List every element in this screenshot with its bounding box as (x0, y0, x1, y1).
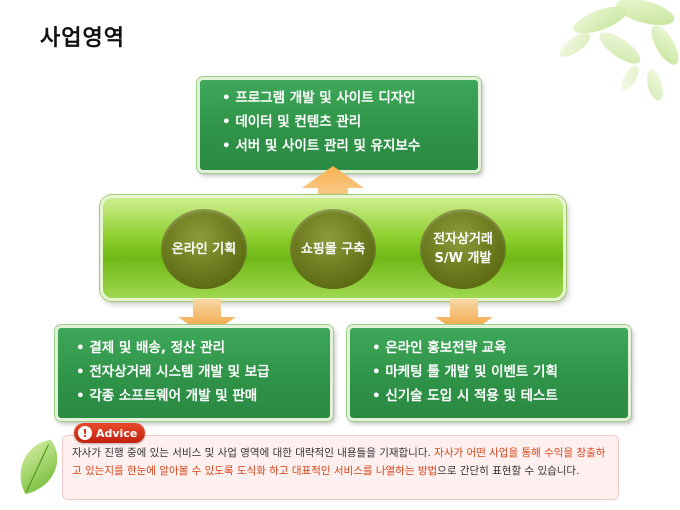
circle-label: 온라인 기획 (171, 241, 237, 257)
leaf-icon (20, 439, 58, 495)
circle-label: 쇼핑몰 구축 (300, 241, 366, 257)
advice-badge-label: Advice (96, 426, 138, 440)
list-item: 결제 및 배송, 정산 관리 (76, 336, 330, 360)
list-item: 각종 소프트웨어 개발 및 판매 (76, 384, 330, 408)
list-item: 데이터 및 컨텐츠 관리 (222, 110, 478, 134)
leaves-decoration (559, 0, 679, 101)
circle-ecommerce-sw: 전자상거래 S/W 개발 (420, 209, 506, 289)
advice-text-highlight: 자사가 어떤 사업을 통해 수익을 창출하고 있는지를 한눈에 알아볼 수 있도… (72, 447, 606, 477)
advice-badge: ! Advice (74, 423, 146, 443)
arrow-down-icon (178, 299, 236, 337)
circle-label-line2: S/W 개발 (434, 251, 492, 266)
circle-online-planning: 온라인 기획 (161, 209, 247, 289)
list-item: 신기술 도입 시 적용 및 테스트 (372, 384, 628, 408)
circle-label-line1: 전자상거래 (433, 232, 493, 247)
advice-text-part3: 으로 간단히 표현할 수 있습니다. (437, 465, 580, 477)
core-business-band: 온라인 기획 쇼핑몰 구축 전자상거래 S/W 개발 (100, 195, 566, 301)
circle-label: 전자상거래 S/W 개발 (433, 230, 493, 268)
advice-text: 자사가 진행 중에 있는 서비스 및 사업 영역에 대한 대략적인 내용들을 기… (72, 444, 612, 480)
circle-shopping-mall: 쇼핑몰 구축 (290, 209, 376, 289)
arrow-up-icon (302, 166, 364, 210)
list-item: 전자상거래 시스템 개발 및 보급 (76, 360, 330, 384)
advice-panel (62, 435, 619, 500)
exclamation-icon: ! (78, 426, 92, 440)
arrow-down-icon (435, 299, 493, 337)
right-service-box: 온라인 홍보전략 교육 마케팅 툴 개발 및 이벤트 기획 신기술 도입 시 적… (347, 325, 631, 421)
advice-text-part1: 자사가 진행 중에 있는 서비스 및 사업 영역에 대한 대략적인 내용들을 기… (72, 447, 435, 459)
left-service-box: 결제 및 배송, 정산 관리 전자상거래 시스템 개발 및 보급 각종 소프트웨… (55, 325, 333, 421)
top-service-box: 프로그램 개발 및 사이트 디자인 데이터 및 컨텐츠 관리 서버 및 사이트 … (197, 77, 481, 173)
list-item: 온라인 홍보전략 교육 (372, 336, 628, 360)
list-item: 프로그램 개발 및 사이트 디자인 (222, 86, 478, 110)
page-title: 사업영역 (40, 26, 125, 51)
list-item: 서버 및 사이트 관리 및 유지보수 (222, 134, 478, 158)
list-item: 마케팅 툴 개발 및 이벤트 기획 (372, 360, 628, 384)
